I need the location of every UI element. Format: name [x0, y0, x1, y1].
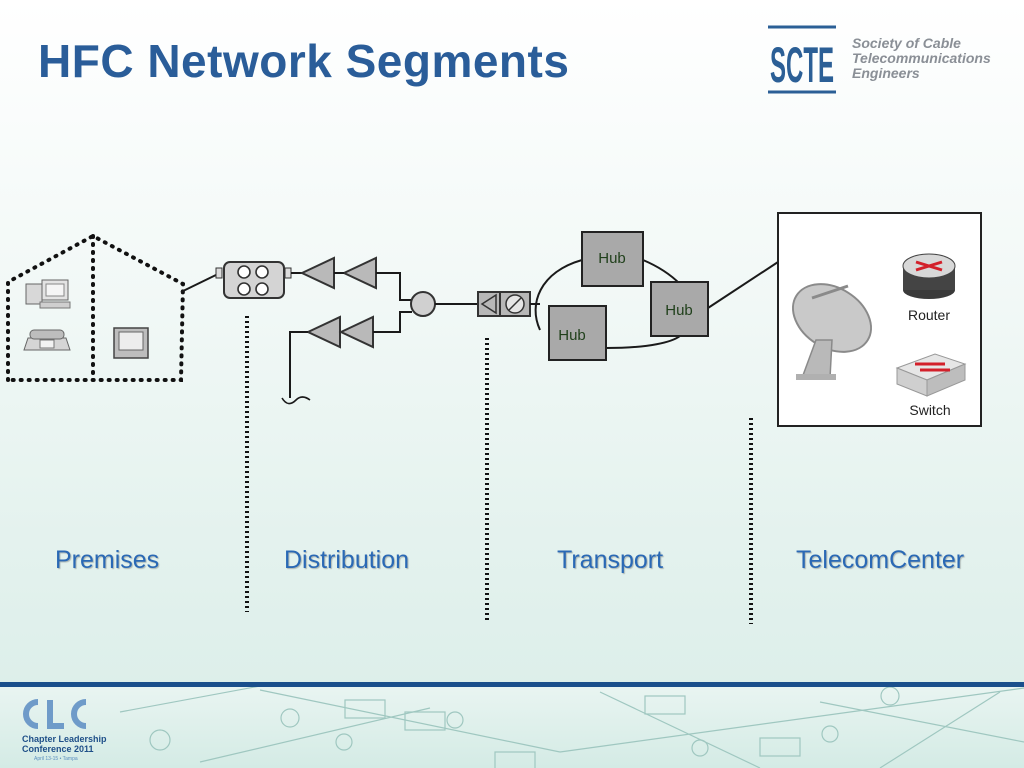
footer-rule: [0, 682, 1024, 687]
clc-caption: Chapter Leadership Conference 2011: [22, 734, 107, 754]
fiber-ring: [530, 259, 779, 349]
drop-cable: [180, 273, 219, 293]
hub-box-2: Hub: [650, 281, 709, 337]
clc-line-1: Chapter Leadership: [22, 734, 107, 744]
segment-dividers: [245, 316, 753, 624]
slide-title: HFC Network Segments: [38, 35, 570, 87]
scte-line-3: Engineers: [852, 65, 920, 81]
tv-icon: [113, 327, 149, 359]
scte-name: Society of Cable Telecommunications Engi…: [852, 36, 991, 81]
router-icon: Router: [902, 253, 956, 323]
segment-label-distribution: Distribution: [284, 546, 410, 574]
svg-text:Router: Router: [908, 307, 950, 323]
cable-end-icon: [281, 396, 311, 405]
svg-text:Hub: Hub: [558, 327, 586, 344]
switch-icon: Switch: [895, 353, 967, 418]
segment-label-transport: Transport: [557, 546, 664, 574]
svg-text:Hub: Hub: [598, 250, 626, 267]
svg-text:SCTE: SCTE: [770, 37, 834, 93]
satellite-dish-icon: [791, 283, 873, 380]
segment-label-telecomcenter: TelecomCenter: [796, 546, 965, 574]
footer-band: [0, 682, 1024, 768]
amplifier-upper: [299, 256, 377, 290]
svg-text:Hub: Hub: [665, 302, 693, 319]
clc-logo: [23, 699, 87, 729]
clc-dates: April 13-15 • Tampa: [34, 756, 78, 762]
svg-text:Switch: Switch: [909, 402, 950, 418]
footer-blueprint-pattern: [119, 685, 1024, 768]
clc-line-2: Conference 2011: [22, 744, 94, 754]
splitter-icon: [410, 291, 436, 317]
hfc-diagram: Hub Hub Hub Router Switch: [6, 212, 982, 624]
house-outline: [6, 233, 186, 382]
phone-icon: [23, 329, 71, 351]
scte-line-1: Society of Cable: [852, 35, 961, 51]
hub-box-3: Hub: [548, 305, 607, 361]
scte-logo: SCTE: [768, 25, 836, 94]
optical-node-icon: [477, 291, 531, 317]
hub-box-1: Hub: [581, 231, 644, 287]
tap-icon: [215, 261, 292, 299]
scte-line-2: Telecommunications: [852, 50, 991, 66]
computer-icon: [25, 279, 71, 309]
amplifier-lower: [305, 315, 374, 349]
segment-label-premises: Premises: [55, 546, 160, 574]
